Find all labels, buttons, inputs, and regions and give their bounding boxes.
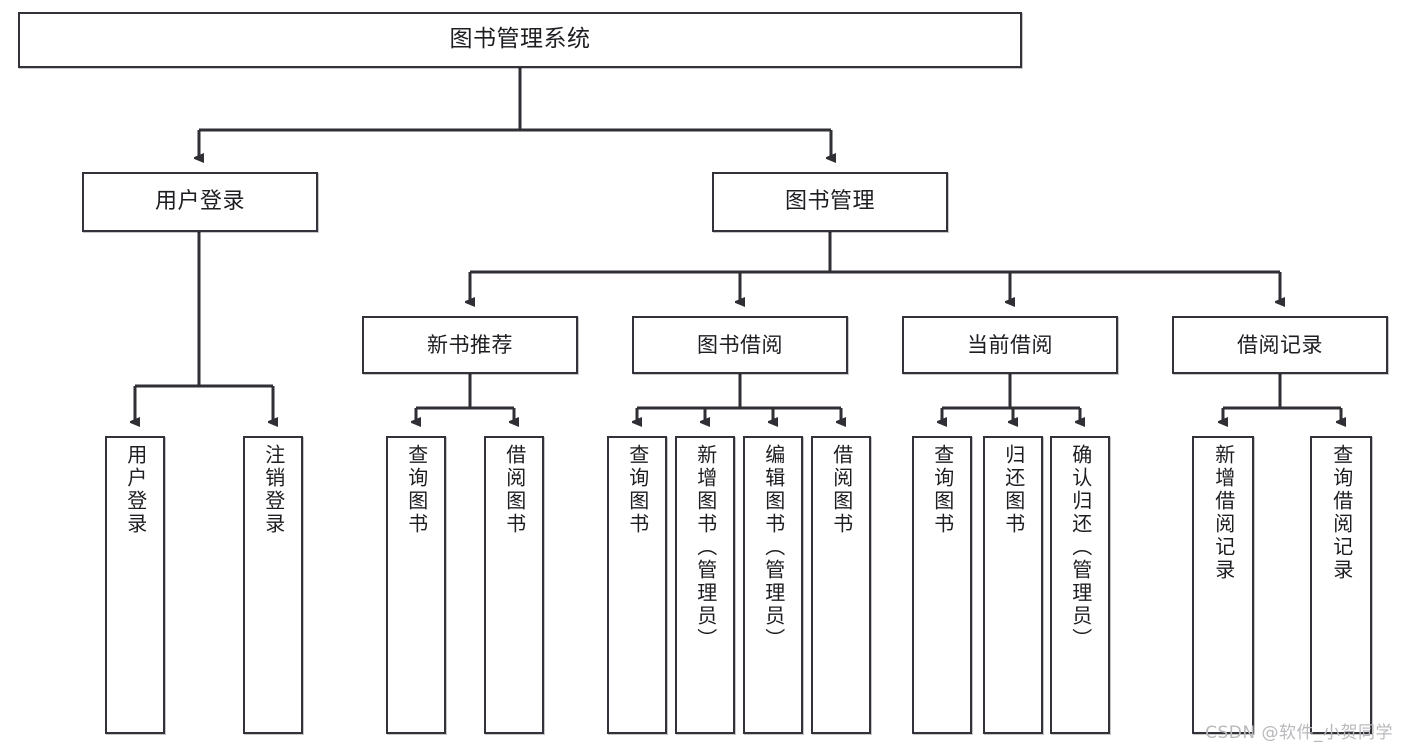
node-leaf-query-borrow-record[interactable]: 查询借阅记录 [1310, 436, 1372, 734]
node-leaf-add-borrow-record-label: 新增借阅记录 [1211, 444, 1236, 582]
node-leaf-confirm-return-admin-label: 确认归还（管理员） [1068, 444, 1093, 651]
node-book-management-label: 图书管理 [784, 189, 875, 215]
node-leaf-edit-book-admin[interactable]: 编辑图书（管理员） [743, 436, 803, 734]
node-leaf-query-book-current[interactable]: 查询图书 [912, 436, 972, 734]
node-book-borrow-label: 图书借阅 [697, 332, 783, 357]
node-leaf-add-book-admin[interactable]: 新增图书（管理员） [675, 436, 735, 734]
node-book-borrow[interactable]: 图书借阅 [632, 316, 848, 374]
node-leaf-borrow-book[interactable]: 借阅图书 [811, 436, 871, 734]
node-leaf-user-login[interactable]: 用户登录 [105, 436, 165, 734]
node-leaf-edit-book-admin-label: 编辑图书（管理员） [761, 444, 786, 651]
node-leaf-return-book[interactable]: 归还图书 [983, 436, 1043, 734]
node-leaf-query-borrow-record-label: 查询借阅记录 [1329, 444, 1354, 582]
node-leaf-borrow-book-label: 借阅图书 [829, 444, 854, 536]
node-leaf-query-book-borrow-label: 查询图书 [625, 444, 650, 536]
node-root-label: 图书管理系统 [449, 26, 591, 53]
node-leaf-user-logout-label: 注销登录 [261, 444, 286, 536]
node-leaf-confirm-return-admin[interactable]: 确认归还（管理员） [1050, 436, 1110, 734]
node-book-management[interactable]: 图书管理 [712, 172, 948, 232]
node-leaf-borrow-book-recommend-label: 借阅图书 [502, 444, 527, 536]
node-new-book-recommend-label: 新书推荐 [427, 332, 513, 357]
node-new-book-recommend[interactable]: 新书推荐 [362, 316, 578, 374]
node-current-borrow[interactable]: 当前借阅 [902, 316, 1118, 374]
node-leaf-query-book-borrow[interactable]: 查询图书 [607, 436, 667, 734]
node-current-borrow-label: 当前借阅 [967, 332, 1053, 357]
watermark-text: CSDN @软件_小贺同学 [1205, 723, 1393, 743]
node-leaf-add-borrow-record[interactable]: 新增借阅记录 [1192, 436, 1254, 734]
node-user-login[interactable]: 用户登录 [82, 172, 318, 232]
node-leaf-add-book-admin-label: 新增图书（管理员） [693, 444, 718, 651]
node-leaf-user-login-label: 用户登录 [123, 444, 148, 536]
node-leaf-query-book-recommend[interactable]: 查询图书 [386, 436, 446, 734]
node-leaf-return-book-label: 归还图书 [1001, 444, 1026, 536]
node-borrow-record-label: 借阅记录 [1237, 332, 1323, 357]
node-root[interactable]: 图书管理系统 [18, 12, 1022, 68]
node-leaf-query-book-recommend-label: 查询图书 [404, 444, 429, 536]
node-user-login-label: 用户登录 [154, 189, 245, 215]
node-leaf-user-logout[interactable]: 注销登录 [243, 436, 303, 734]
node-leaf-query-book-current-label: 查询图书 [930, 444, 955, 536]
node-borrow-record[interactable]: 借阅记录 [1172, 316, 1388, 374]
node-leaf-borrow-book-recommend[interactable]: 借阅图书 [484, 436, 544, 734]
